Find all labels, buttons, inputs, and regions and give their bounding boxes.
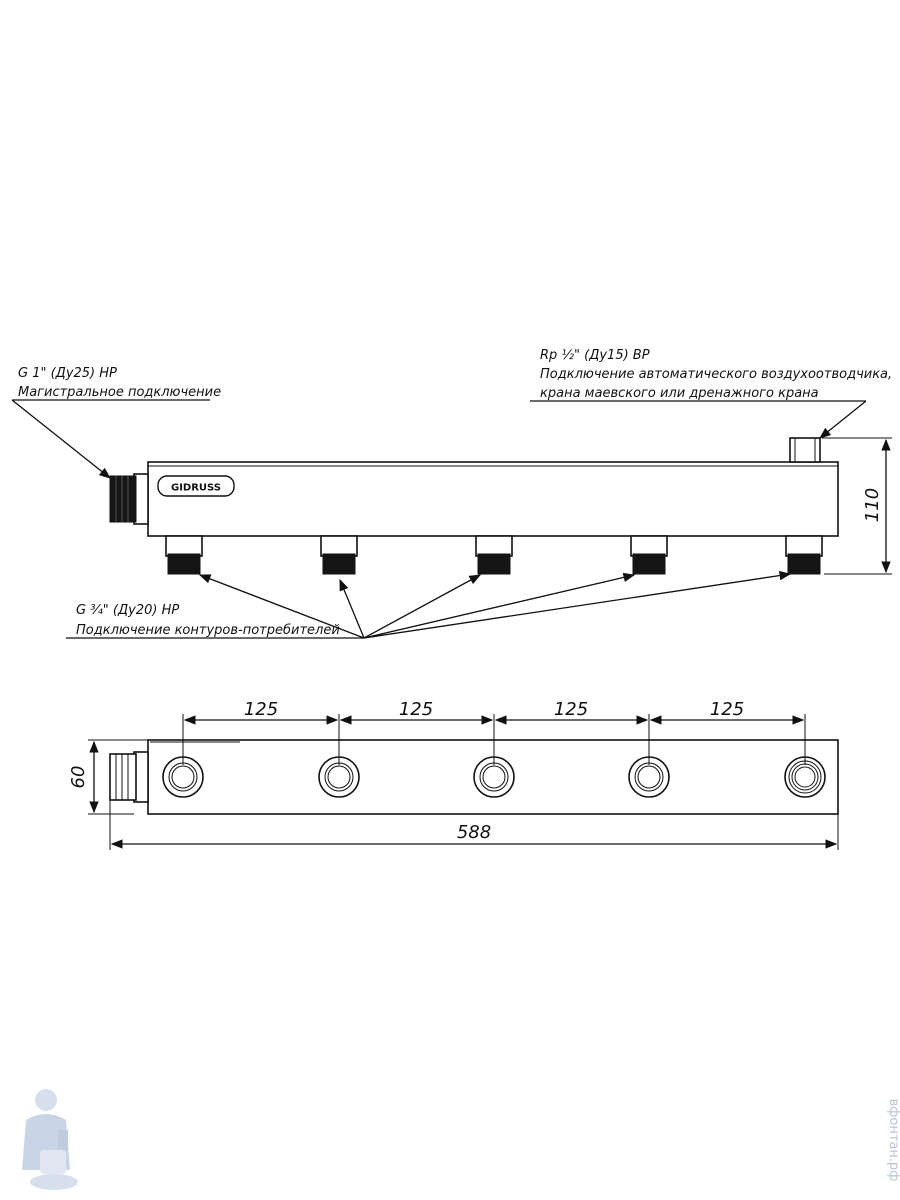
watermark-text: вфонтан.рф [886,1099,900,1182]
plumber-mascot-icon [22,1089,78,1190]
depth-dimension: 60 [68,739,148,815]
main-inlet-thread [109,473,149,525]
manifold-body [147,461,839,537]
spacing-label-2: 125 [399,699,433,720]
callout-main-connection: G 1" (Ду25) НР Магистральное подключение [11,366,221,479]
outlet-2 [320,535,358,575]
brand-logo: GIDRUSS [157,475,235,497]
outlet-3 [475,535,513,575]
depth-dimension-label: 60 [68,766,89,789]
main-connection-spec: G 1" (Ду25) НР [18,366,117,381]
main-connection-desc: Магистральное подключение [18,385,221,400]
callout-consumer-circuits: G ¾" (Ду20) НР Подключение контуров-потр… [66,570,792,639]
length-dimension-label: 588 [457,822,491,843]
height-dimension: 110 [822,437,892,575]
height-dimension-label: 110 [862,488,883,522]
consumer-spec: G ¾" (Ду20) НР [76,603,179,618]
callout-air-vent: Rp ½" (Ду15) ВР Подключение автоматическ… [530,348,892,439]
spacing-label-3: 125 [554,699,588,720]
air-vent-spec: Rp ½" (Ду15) ВР [540,348,650,363]
outlet-1 [165,535,203,575]
spacing-label-4: 125 [710,699,744,720]
spacing-dimension: 125 125 125 125 [182,699,806,765]
top-outlet-2 [318,756,360,798]
front-view: GIDRUSS [11,348,892,639]
air-vent-desc-1: Подключение автоматического воздухоотвод… [540,367,892,382]
outlet-4 [630,535,668,575]
top-outlet-5 [784,756,826,798]
spacing-label-1: 125 [244,699,278,720]
brand-logo-text: GIDRUSS [171,483,221,494]
top-view: 125 125 125 125 60 588 [68,699,839,850]
air-vent-port [789,437,821,463]
top-inlet-thread [109,751,149,803]
consumer-desc: Подключение контуров-потребителей [76,623,340,638]
outlet-5 [785,535,823,575]
air-vent-desc-2: крана маевского или дренажного крана [540,386,819,401]
length-dimension: 588 [109,800,839,850]
